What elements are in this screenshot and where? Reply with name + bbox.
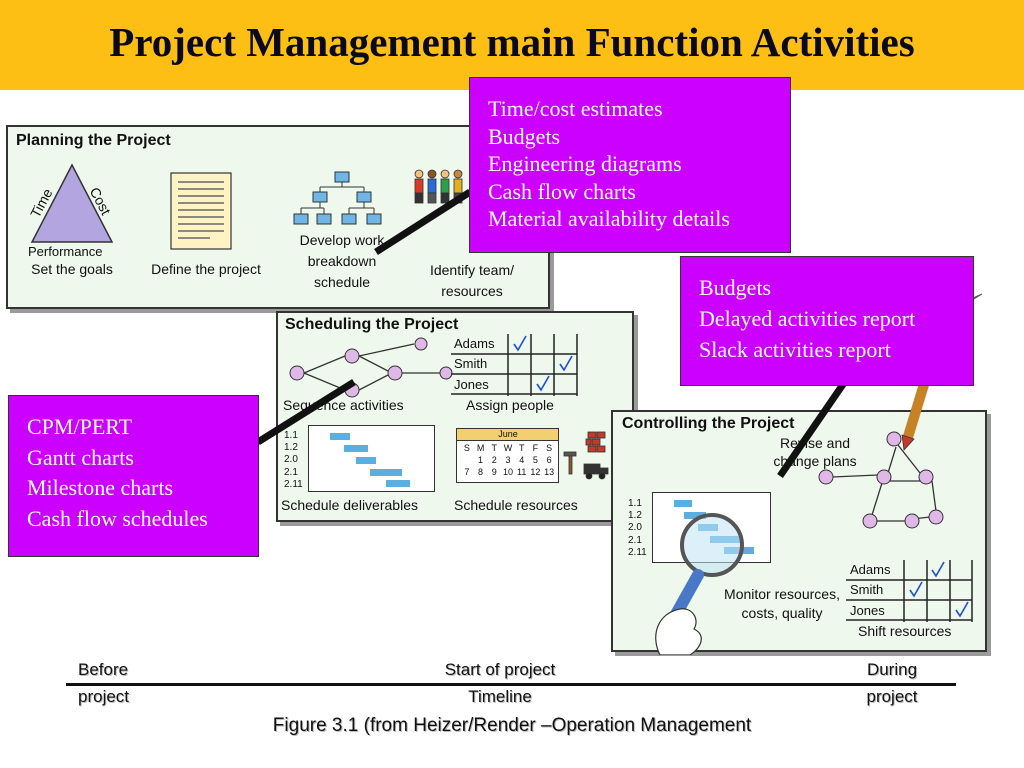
timeline-start-label: Start of project — [444, 660, 556, 679]
header-bar — [0, 0, 1024, 90]
timeline-axis — [66, 683, 956, 686]
wbs-tree-icon — [293, 171, 382, 225]
assign-people-grid — [451, 334, 578, 396]
schedule-person-smith: Smith — [454, 356, 488, 371]
control-person-smith: Smith — [850, 582, 884, 597]
wbs-caption: Develop work breakdown schedule — [299, 232, 385, 290]
timeline-before-top: Before — [78, 660, 129, 679]
page-title: Project Management main Function Activit… — [109, 19, 915, 65]
deliverables-caption: Schedule deliverables — [281, 497, 418, 513]
shift-resources-grid — [846, 560, 973, 622]
schedule-person-adams: Adams — [454, 336, 495, 351]
timeline-axis-label: Timeline — [468, 687, 532, 706]
team-caption: Identify team/ resources — [429, 262, 515, 299]
control-gantt-rows: 1.1 1.2 2.0 2.1 2.11 — [628, 498, 647, 558]
team-people-icon — [414, 169, 463, 204]
calendar-grid — [456, 428, 559, 483]
sequence-caption: Sequence activities — [283, 397, 404, 413]
figure-caption: Figure 3.1 (from Heizer/Render –Operatio… — [272, 715, 752, 736]
controlling-callout-box: Budgets Delayed activities report Slack … — [680, 256, 974, 386]
timeline-before-bottom: project — [78, 687, 130, 706]
controlling-title: Controlling the Project — [622, 415, 795, 432]
timeline-during-top: During — [866, 660, 918, 679]
document-icon — [170, 172, 232, 250]
define-project-caption: Define the project — [151, 261, 261, 277]
planning-callout-box: Time/cost estimates Budgets Engineering … — [469, 77, 791, 253]
resources-caption: Schedule resources — [454, 497, 578, 513]
schedule-gantt-rows: 1.1 1.2 2.0 2.1 2.11 — [284, 430, 303, 490]
planning-title: Planning the Project — [16, 132, 171, 149]
assign-people-caption: Assign people — [466, 397, 554, 413]
calendar-days: S M T W T F S 1 2 3 4 5 6 7 8 9 10 11 12… — [463, 443, 555, 477]
control-person-jones: Jones — [850, 603, 885, 618]
schedule-gantt-chart — [308, 425, 435, 492]
timeline-during-bottom: project — [866, 687, 918, 706]
shift-resources-caption: Shift resources — [858, 623, 952, 639]
control-person-adams: Adams — [850, 562, 891, 577]
triangle-performance-label: Performance — [28, 244, 103, 259]
magnifier-hand-icon — [655, 513, 744, 655]
schedule-person-jones: Jones — [454, 377, 489, 392]
monitor-caption: Monitor resources, costs, quality — [724, 586, 840, 621]
scheduling-title: Scheduling the Project — [285, 316, 459, 333]
triangle-shape — [30, 163, 114, 243]
scheduling-callout-box: CPM/PERT Gantt charts Milestone charts C… — [8, 395, 259, 557]
tools-icon — [563, 431, 609, 480]
set-goals-caption: Set the goals — [31, 261, 113, 277]
sequence-network-diagram — [289, 337, 453, 398]
triangle-diagram — [30, 163, 114, 243]
calendar-month: June — [498, 429, 518, 439]
